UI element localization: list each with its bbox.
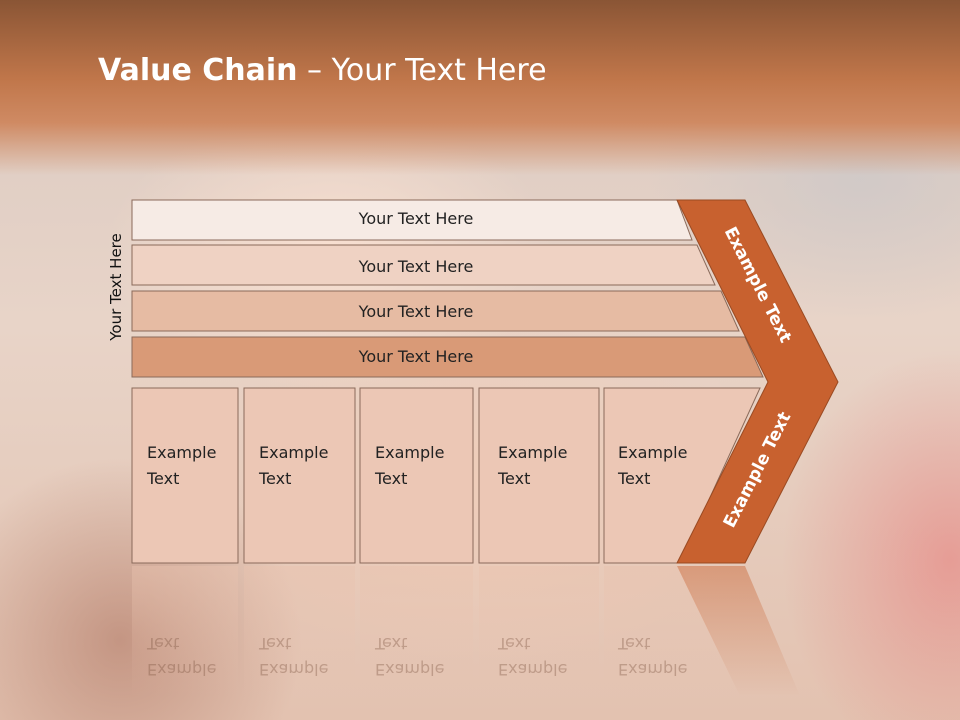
column-1-reflection: [132, 566, 238, 696]
bar-4: [131, 336, 764, 378]
column-1-line2: Text: [147, 469, 180, 488]
chevron-reflection: [677, 566, 800, 696]
column-2-line2: Text: [259, 469, 292, 488]
title-bold: Value Chain: [98, 53, 298, 88]
column-5-line2: Text: [618, 469, 651, 488]
column-3-line1: Example: [375, 443, 445, 462]
column-4-line2: Text: [498, 469, 531, 488]
column-2: [243, 387, 356, 564]
column-3: [359, 387, 474, 564]
bar-2-label: Your Text Here: [358, 257, 474, 276]
column-1-line1: Example: [147, 443, 217, 462]
bar-3: [131, 290, 740, 332]
column-2-reflection: [244, 566, 355, 696]
column-4: [478, 387, 600, 564]
column-4-line1: Example: [498, 443, 568, 462]
slide-title: Value Chain – Your Text Here: [98, 53, 547, 88]
bar-3-label: Your Text Here: [358, 302, 474, 321]
chevron-arrow: [676, 199, 839, 564]
bar-4-label: Your Text Here: [358, 347, 474, 366]
title-rest: – Your Text Here: [297, 53, 547, 88]
column-2-line1: Example: [259, 443, 329, 462]
column-5-reflection: [604, 566, 740, 696]
column-3-reflection: [360, 566, 473, 696]
column-1: [131, 387, 239, 564]
header-band: [0, 0, 960, 175]
column-4-reflection: [479, 566, 599, 696]
bar-1: [131, 199, 693, 241]
column-3-line2: Text: [375, 469, 408, 488]
bar-1-label: Your Text Here: [358, 209, 474, 228]
column-5-line1: Example: [618, 443, 688, 462]
bar-2: [131, 244, 716, 286]
